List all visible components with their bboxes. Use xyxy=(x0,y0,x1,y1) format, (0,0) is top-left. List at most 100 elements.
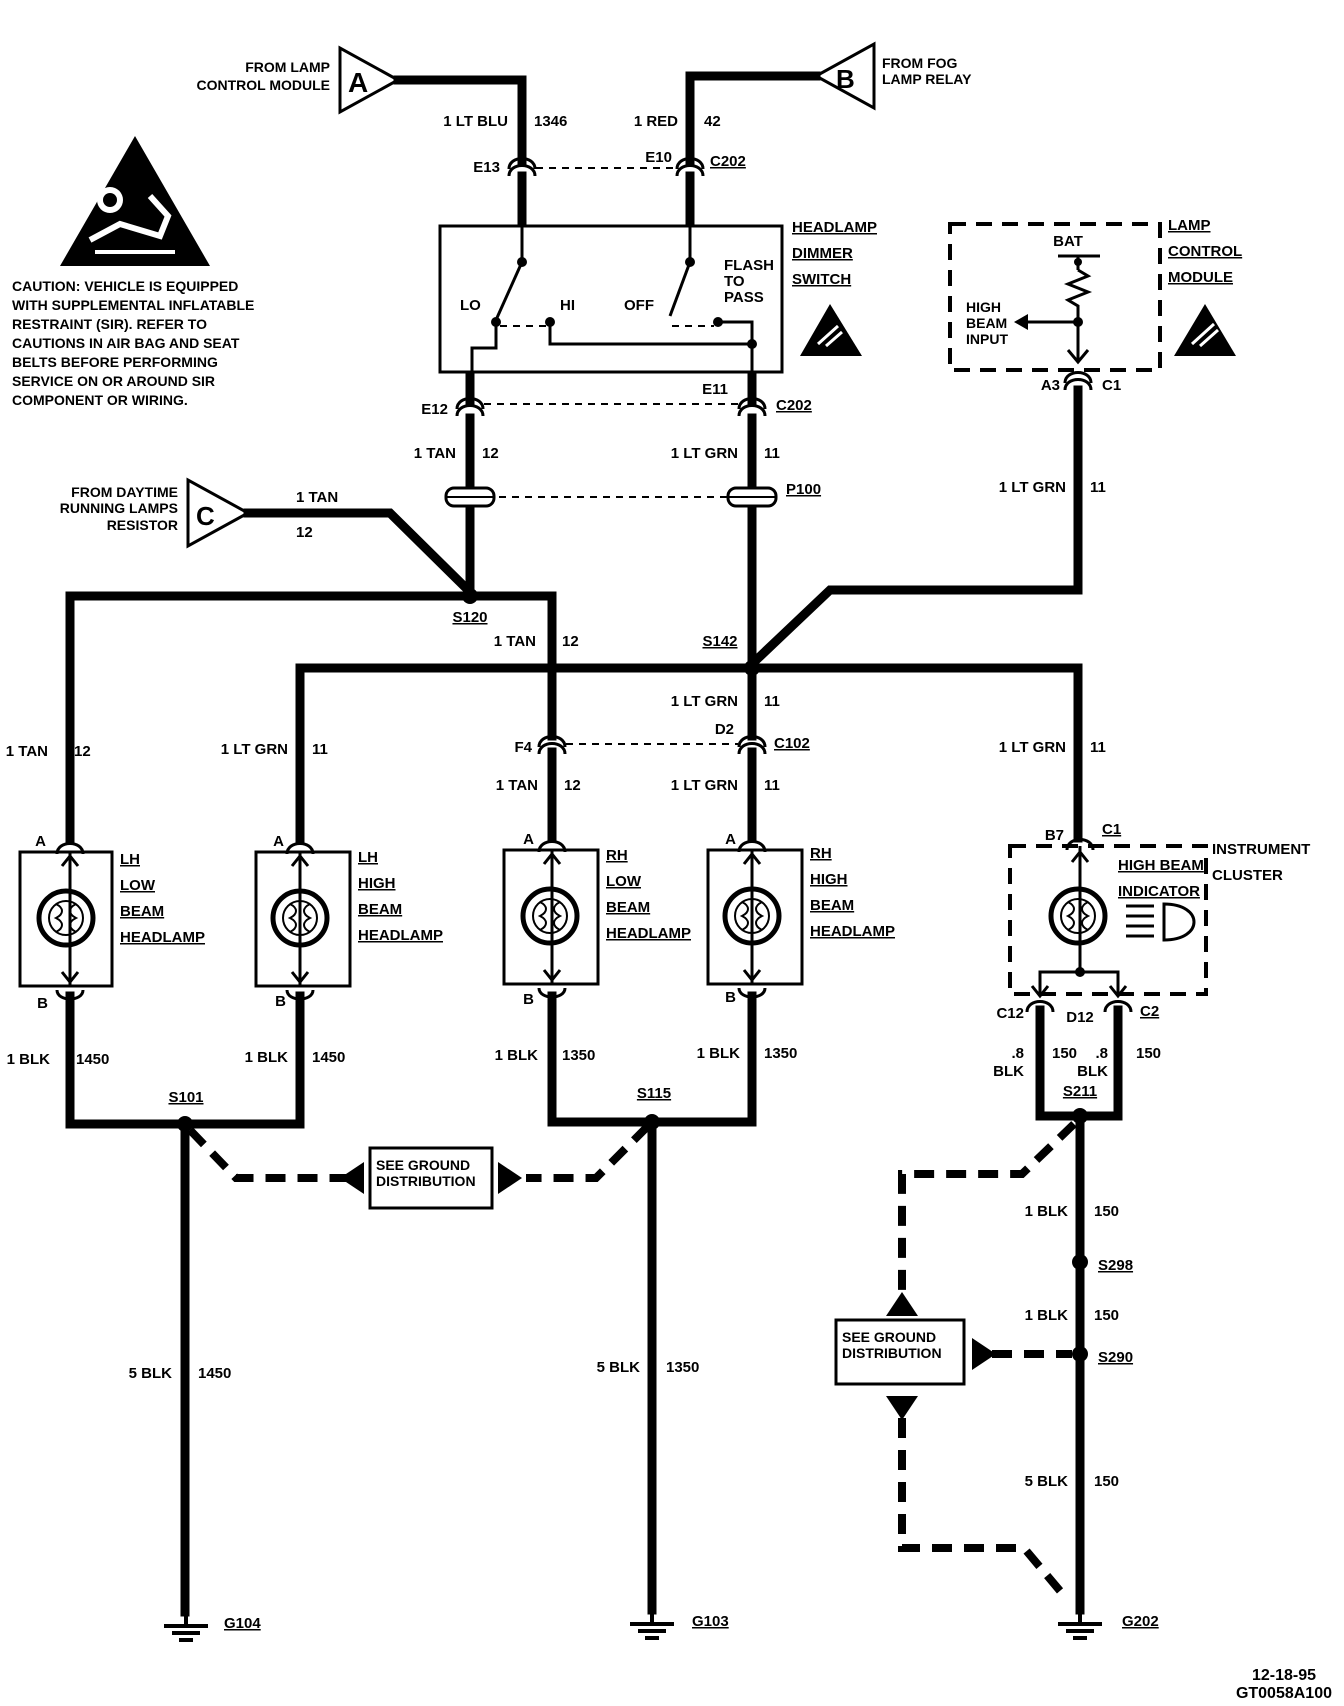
svg-text:A: A xyxy=(725,831,736,848)
svg-text:LAMP RELAY: LAMP RELAY xyxy=(882,71,972,87)
svg-text:GT0058A100: GT0058A100 xyxy=(1236,1685,1332,1702)
svg-text:1 LT GRN: 1 LT GRN xyxy=(671,445,738,462)
connector-e10: E10 C202 xyxy=(645,149,746,178)
svg-text:E12: E12 xyxy=(421,401,448,418)
svg-text:11: 11 xyxy=(764,693,780,710)
svg-text:G103: G103 xyxy=(692,1613,729,1630)
svg-text:12: 12 xyxy=(562,633,579,650)
svg-text:G104: G104 xyxy=(224,1615,261,1632)
svg-text:C1: C1 xyxy=(1102,377,1121,394)
svg-text:RESISTOR: RESISTOR xyxy=(107,517,178,533)
svg-text:11: 11 xyxy=(312,741,328,758)
svg-text:BEAM: BEAM xyxy=(358,901,402,918)
source-a: FROM LAMP CONTROL MODULE A xyxy=(196,45,402,115)
svg-text:G202: G202 xyxy=(1122,1613,1159,1630)
svg-text:HEADLAMP: HEADLAMP xyxy=(358,927,443,944)
svg-text:150: 150 xyxy=(1136,1045,1161,1062)
svg-text:1 BLK: 1 BLK xyxy=(7,1051,51,1068)
svg-text:150: 150 xyxy=(1052,1045,1077,1062)
svg-text:150: 150 xyxy=(1094,1473,1119,1490)
svg-text:12-18-95: 12-18-95 xyxy=(1252,1667,1316,1684)
svg-text:12: 12 xyxy=(482,445,499,462)
connector-e12: E12 xyxy=(421,397,485,418)
svg-text:S142: S142 xyxy=(702,633,737,650)
wires xyxy=(65,71,1123,1617)
svg-text:HIGH BEAM: HIGH BEAM xyxy=(1118,857,1204,874)
svg-text:C2: C2 xyxy=(1140,1003,1159,1020)
svg-text:DISTRIBUTION: DISTRIBUTION xyxy=(376,1173,476,1189)
svg-text:1 TAN: 1 TAN xyxy=(6,743,48,760)
connector-f4: F4 xyxy=(514,735,567,756)
svg-text:CAUTION: VEHICLE IS EQUIPPED: CAUTION: VEHICLE IS EQUIPPED xyxy=(12,278,238,294)
svg-text:E13: E13 xyxy=(473,159,500,176)
svg-text:42: 42 xyxy=(704,113,721,130)
svg-text:BEAM: BEAM xyxy=(606,899,650,916)
svg-text:.8: .8 xyxy=(1095,1045,1108,1062)
svg-text:D12: D12 xyxy=(1066,1009,1094,1026)
svg-text:1 BLK: 1 BLK xyxy=(495,1047,539,1064)
rh-low-beam-headlamp: A B RH LOW BEAM HEADLAMP xyxy=(502,831,691,1008)
svg-text:BEAM: BEAM xyxy=(966,315,1007,331)
svg-text:5 BLK: 5 BLK xyxy=(129,1365,173,1382)
lh-high-beam-headlamp: A B LH HIGH BEAM HEADLAMP xyxy=(254,833,443,1010)
svg-text:1 BLK: 1 BLK xyxy=(1025,1307,1069,1324)
svg-text:FROM FOG: FROM FOG xyxy=(882,55,958,71)
svg-text:150: 150 xyxy=(1094,1203,1119,1220)
svg-text:BELTS BEFORE PERFORMING: BELTS BEFORE PERFORMING xyxy=(12,354,218,370)
svg-text:1 LT GRN: 1 LT GRN xyxy=(999,739,1066,756)
svg-text:PASS: PASS xyxy=(724,289,764,306)
caution-text: CAUTION: VEHICLE IS EQUIPPED WITH SUPPLE… xyxy=(12,278,254,408)
svg-text:S290: S290 xyxy=(1098,1349,1133,1366)
svg-text:HIGH: HIGH xyxy=(966,299,1001,315)
svg-text:B: B xyxy=(836,64,855,94)
svg-text:CONTROL: CONTROL xyxy=(1168,243,1242,260)
rh-high-beam-headlamp: A B RH HIGH BEAM HEADLAMP xyxy=(706,831,895,1006)
svg-text:S120: S120 xyxy=(452,609,487,626)
wire-labels: 1 LT BLU 1346 1 RED 42 1 TAN 12 1 LT GRN… xyxy=(6,113,1161,1490)
esd-warning-icon xyxy=(1174,304,1236,356)
svg-text:C102: C102 xyxy=(774,735,810,752)
svg-text:C: C xyxy=(196,501,215,531)
svg-text:E11: E11 xyxy=(702,381,728,398)
svg-text:CAUTIONS IN AIR BAG AND SEAT: CAUTIONS IN AIR BAG AND SEAT xyxy=(12,335,240,351)
svg-text:D2: D2 xyxy=(715,721,734,738)
connector-e13: E13 xyxy=(473,157,537,178)
svg-text:CONTROL MODULE: CONTROL MODULE xyxy=(196,77,330,93)
svg-text:1 BLK: 1 BLK xyxy=(245,1049,289,1066)
svg-text:FROM DAYTIME: FROM DAYTIME xyxy=(71,484,178,500)
svg-text:HEADLAMP: HEADLAMP xyxy=(792,219,877,236)
svg-text:1 RED: 1 RED xyxy=(634,113,678,130)
source-c: FROM DAYTIME RUNNING LAMPS RESISTOR C xyxy=(60,477,252,549)
svg-text:INDICATOR: INDICATOR xyxy=(1118,883,1200,900)
svg-text:12: 12 xyxy=(564,777,581,794)
svg-text:BLK: BLK xyxy=(993,1063,1024,1080)
svg-text:DIMMER: DIMMER xyxy=(792,245,853,262)
svg-text:RESTRAINT (SIR). REFER TO: RESTRAINT (SIR). REFER TO xyxy=(12,316,207,332)
svg-text:C1: C1 xyxy=(1102,821,1121,838)
svg-text:LO: LO xyxy=(460,297,481,314)
svg-text:BEAM: BEAM xyxy=(810,897,854,914)
svg-text:WITH SUPPLEMENTAL INFLATABLE: WITH SUPPLEMENTAL INFLATABLE xyxy=(12,297,254,313)
svg-text:HEADLAMP: HEADLAMP xyxy=(120,929,205,946)
svg-text:HI: HI xyxy=(560,297,575,314)
svg-text:11: 11 xyxy=(1090,479,1106,496)
svg-text:1 LT GRN: 1 LT GRN xyxy=(999,479,1066,496)
svg-text:OFF: OFF xyxy=(624,297,654,314)
svg-text:1450: 1450 xyxy=(198,1365,231,1382)
connector-d2: D2 C102 xyxy=(715,721,810,756)
svg-text:RH: RH xyxy=(810,845,832,862)
svg-text:12: 12 xyxy=(74,743,91,760)
svg-text:HIGH: HIGH xyxy=(810,871,848,888)
svg-text:COMPONENT OR WIRING.: COMPONENT OR WIRING. xyxy=(12,392,188,408)
svg-text:LAMP: LAMP xyxy=(1168,217,1211,234)
svg-text:B: B xyxy=(725,989,736,1006)
svg-text:RH: RH xyxy=(606,847,628,864)
svg-text:1350: 1350 xyxy=(666,1359,699,1376)
svg-text:1450: 1450 xyxy=(312,1049,345,1066)
svg-text:A3: A3 xyxy=(1041,377,1060,394)
ground-g104: G104 xyxy=(162,1610,261,1642)
svg-text:11: 11 xyxy=(1090,739,1106,756)
svg-text:5 BLK: 5 BLK xyxy=(1025,1473,1069,1490)
svg-text:.8: .8 xyxy=(1011,1045,1024,1062)
